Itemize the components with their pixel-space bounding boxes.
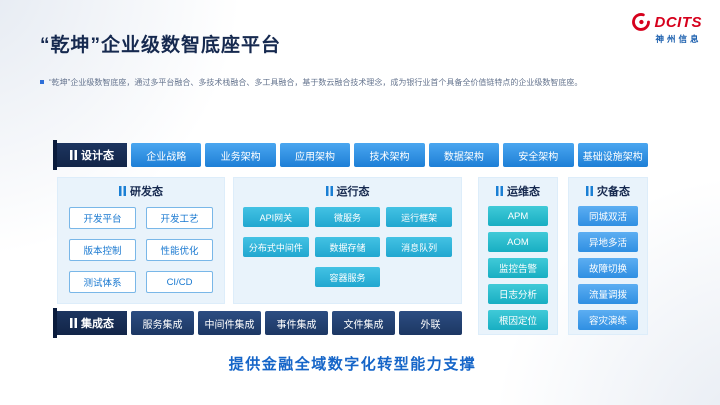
- design-items: 企业战略业务架构应用架构技术架构数据架构安全架构基础设施架构: [131, 143, 648, 167]
- dev-panel-label: 研发态: [130, 186, 163, 198]
- footer-slogan: 提供金融全域数字化转型能力支撑: [228, 356, 477, 373]
- bars-icon: [325, 186, 333, 196]
- runtime-panel-label-row: 运行态: [233, 182, 462, 200]
- runtime-item: 分布式中间件: [243, 237, 309, 257]
- dev-panel: 研发态 开发平台开发工艺版本控制性能优化测试体系 CI/CD: [57, 177, 225, 304]
- design-tab-label: 设计态: [81, 150, 114, 162]
- dr-item: 故障切换: [578, 258, 638, 278]
- runtime-item: 容器服务: [314, 267, 381, 287]
- ops-panel-label-row: 运维态: [478, 182, 558, 200]
- dr-item: 容灾演练: [578, 310, 638, 330]
- bars-icon: [70, 150, 77, 160]
- logo-subtitle: 神州信息: [655, 34, 702, 44]
- bars-icon: [70, 318, 77, 328]
- ops-item: APM: [488, 206, 548, 226]
- bars-icon: [496, 186, 503, 196]
- integration-tab: 集成态: [53, 308, 127, 338]
- runtime-items: API网关微服务运行框架分布式中间件数据存储消息队列容器服务: [233, 200, 462, 294]
- bars-icon: [119, 186, 126, 196]
- integration-item: 文件集成: [332, 311, 395, 335]
- dcits-swirl-icon: [631, 12, 651, 32]
- runtime-panel: 运行态 API网关微服务运行框架分布式中间件数据存储消息队列容器服务: [233, 177, 462, 304]
- design-item: 企业战略: [131, 143, 202, 167]
- ops-items: APM AOM 监控告警日志分析根因定位: [478, 200, 558, 336]
- dev-items: 开发平台开发工艺版本控制性能优化测试体系 CI/CD: [57, 200, 225, 300]
- dev-item: CI/CD: [146, 271, 213, 293]
- dev-item: 开发工艺: [146, 207, 213, 229]
- logo-top: DCITS: [631, 12, 703, 32]
- dr-panel: 灾备态 同城双活异地多活故障切换流量调拨容灾演练: [568, 177, 648, 335]
- dev-item: 性能优化: [146, 239, 213, 261]
- design-item: 应用架构: [279, 143, 351, 167]
- dev-item: 版本控制: [69, 239, 136, 261]
- design-item: 数据架构: [428, 143, 500, 167]
- runtime-item: 数据存储: [314, 237, 381, 257]
- ops-panel: 运维态 APM AOM 监控告警日志分析根因定位: [478, 177, 558, 335]
- integration-row: 集成态 服务集成中间件集成事件集成文件集成外联: [53, 308, 462, 338]
- subtitle-text: “乾坤”企业级数智底座，通过多平台融合、多技术栈融合、多工具融合，基于数云融合技…: [49, 78, 583, 87]
- dr-item: 同城双活: [578, 206, 638, 226]
- design-item: 业务架构: [205, 143, 276, 167]
- bars-icon: [586, 186, 593, 196]
- ops-item: 根因定位: [488, 310, 548, 330]
- bullet-icon: [40, 80, 44, 84]
- dr-panel-label-row: 灾备态: [568, 182, 648, 200]
- runtime-panel-label: 运行态: [336, 186, 370, 198]
- logo: DCITS 神州信息: [631, 12, 703, 45]
- runtime-item: API网关: [243, 207, 309, 227]
- runtime-item: 消息队列: [386, 237, 452, 257]
- integration-tab-label: 集成态: [81, 318, 114, 330]
- ops-item: 日志分析: [488, 284, 548, 304]
- design-row: 设计态 企业战略业务架构应用架构技术架构数据架构安全架构基础设施架构: [53, 140, 648, 170]
- runtime-item: 微服务: [314, 207, 381, 227]
- dr-item: 流量调拨: [578, 284, 638, 304]
- dr-items: 同城双活异地多活故障切换流量调拨容灾演练: [568, 200, 648, 336]
- page-title: “乾坤”企业级数智底座平台: [40, 35, 282, 56]
- ops-panel-label: 运维态: [507, 186, 540, 198]
- dev-item: 测试体系: [69, 271, 136, 293]
- integration-item: 中间件集成: [198, 311, 261, 335]
- dev-panel-label-row: 研发态: [57, 182, 225, 200]
- design-item: 安全架构: [503, 143, 574, 167]
- integration-item: 事件集成: [265, 311, 328, 335]
- design-tab: 设计态: [53, 140, 127, 170]
- subtitle: “乾坤”企业级数智底座，通过多平台融合、多技术栈融合、多工具融合，基于数云融合技…: [40, 78, 670, 88]
- integration-item: 外联: [399, 311, 462, 335]
- ops-item: 监控告警: [488, 258, 548, 278]
- runtime-item: 运行框架: [386, 207, 452, 227]
- design-item: 技术架构: [354, 143, 425, 167]
- design-item: 基础设施架构: [577, 143, 648, 167]
- integration-item: 服务集成: [131, 311, 194, 335]
- dev-item: 开发平台: [69, 207, 136, 229]
- ops-item: AOM: [488, 232, 548, 252]
- dr-item: 异地多活: [578, 232, 638, 252]
- dr-panel-label: 灾备态: [597, 186, 630, 198]
- integration-items: 服务集成中间件集成事件集成文件集成外联: [131, 311, 462, 335]
- logo-brand: DCITS: [654, 13, 702, 31]
